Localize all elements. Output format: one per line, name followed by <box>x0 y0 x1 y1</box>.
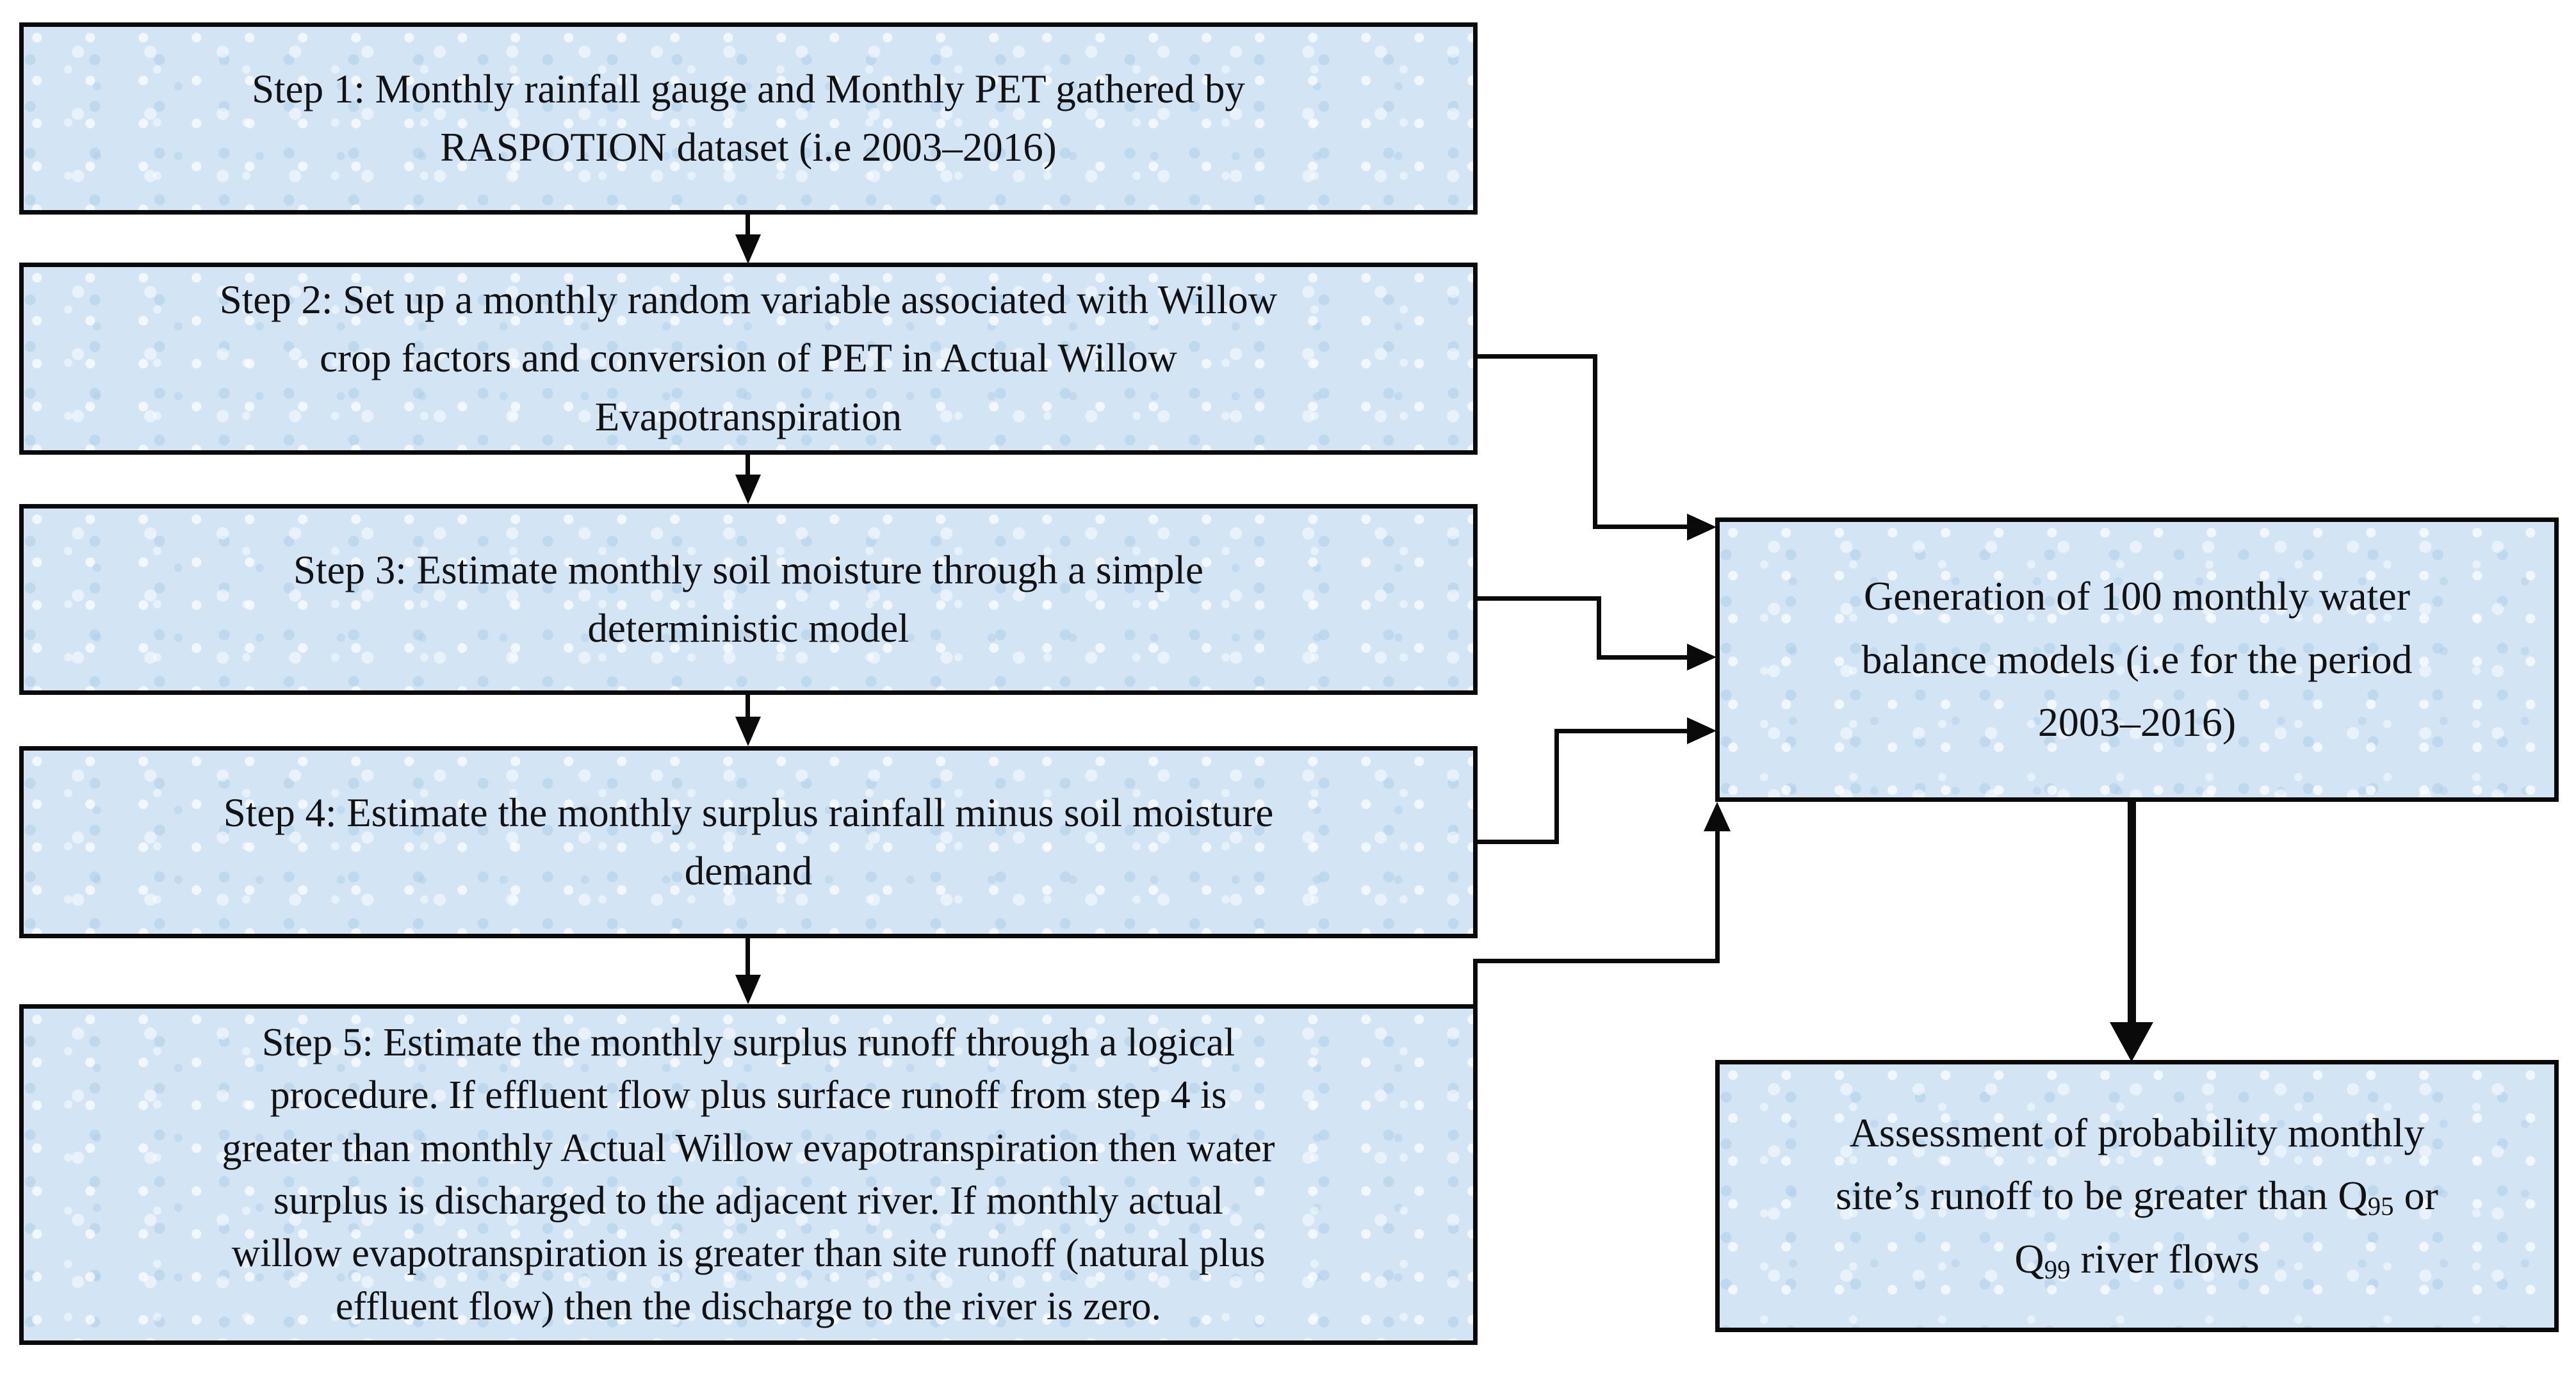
flow-box-assessment: Assessment of probability monthly site’s … <box>1715 1060 2559 1332</box>
step-1-text: Step 1: Monthly rainfall gauge and Month… <box>252 66 1245 170</box>
arrowhead-step2-step3 <box>735 475 761 504</box>
step-2-text: Step 2: Set up a monthly random variable… <box>219 277 1278 439</box>
assessment-line3-suffix: river flows <box>2070 1235 2260 1282</box>
arrowhead-step4-generation <box>1687 717 1716 744</box>
arrowhead-step1-step2 <box>735 234 761 264</box>
q99-subscript: 99 <box>2044 1254 2071 1284</box>
connector-step5-generation-v <box>1715 830 1720 963</box>
flow-box-step-4: Step 4: Estimate the monthly surplus rai… <box>19 746 1478 938</box>
step-4-text: Step 4: Estimate the monthly surplus rai… <box>223 790 1274 893</box>
arrowhead-generation-assessment <box>2110 1022 2153 1062</box>
connector-step2-generation-h1 <box>1478 354 1597 359</box>
connector-step3-generation-h1 <box>1478 596 1601 601</box>
flow-box-step-5: Step 5: Estimate the monthly surplus run… <box>19 1004 1478 1345</box>
flow-box-step-2: Step 2: Set up a monthly random variable… <box>19 263 1478 455</box>
arrowhead-step4-step5 <box>735 975 761 1004</box>
assessment-line3-q: Q <box>2014 1235 2044 1282</box>
connector-generation-assessment-line <box>2128 802 2136 1025</box>
connector-step4-step5-line <box>746 938 750 977</box>
connector-step4-generation-v <box>1554 729 1559 844</box>
step-5-text: Step 5: Estimate the monthly surplus run… <box>222 1020 1275 1328</box>
flow-box-generation: Generation of 100 monthly water balance … <box>1715 517 2559 802</box>
arrowhead-step3-generation <box>1687 644 1716 671</box>
arrowhead-step3-step4 <box>735 717 761 746</box>
connector-step5-generation-stub <box>1473 959 1478 1007</box>
assessment-text: Assessment of probability monthly site’s … <box>1818 1102 2456 1291</box>
connector-step4-generation-h2 <box>1554 729 1690 733</box>
connector-step5-generation-h <box>1473 959 1720 963</box>
q95-subscript: 95 <box>2367 1191 2394 1221</box>
step-3-text: Step 3: Estimate monthly soil moisture t… <box>293 547 1203 651</box>
connector-step4-generation-h1 <box>1478 840 1559 844</box>
assessment-line2-prefix: site’s runoff to be greater than Q <box>1836 1173 2368 1219</box>
connector-step3-step4-line <box>746 695 750 719</box>
flow-box-step-3: Step 3: Estimate monthly soil moisture t… <box>19 504 1478 695</box>
assessment-line2-suffix: or <box>2393 1173 2438 1219</box>
generation-text: Generation of 100 monthly water balance … <box>1861 573 2413 745</box>
connector-step2-generation-h2 <box>1593 525 1690 529</box>
arrowhead-step5-generation <box>1704 802 1731 831</box>
connector-step3-generation-h2 <box>1597 655 1690 660</box>
connector-step1-step2-line <box>746 215 750 238</box>
connector-step2-generation-v <box>1593 354 1597 529</box>
arrowhead-step2-generation <box>1687 514 1716 541</box>
connector-step2-step3-line <box>746 455 750 477</box>
flow-box-step-1: Step 1: Monthly rainfall gauge and Month… <box>19 22 1478 215</box>
assessment-line1: Assessment of probability monthly <box>1849 1109 2425 1155</box>
connector-step3-generation-v <box>1597 596 1601 660</box>
